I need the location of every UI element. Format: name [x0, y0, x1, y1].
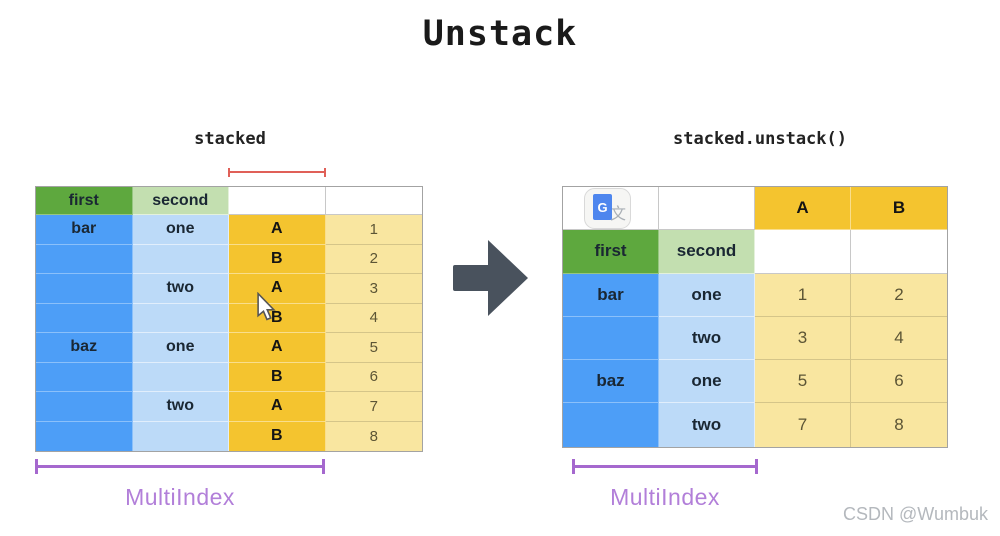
table-cell — [132, 244, 229, 274]
multiindex-label-left: MultiIndex — [125, 484, 235, 510]
bracket-line — [575, 465, 755, 468]
table-cell: 3 — [755, 316, 851, 361]
table-cell: 7 — [755, 403, 851, 447]
google-translate-icon: 文 G — [584, 188, 631, 229]
table-cell: A — [229, 215, 326, 245]
table-cell — [36, 421, 133, 451]
table-cell: two — [132, 392, 229, 422]
table-cell: two — [132, 274, 229, 304]
table-cell: 8 — [851, 403, 947, 447]
table-cell: 2 — [851, 273, 947, 317]
table-cell — [755, 230, 851, 274]
table-cell: 5 — [755, 360, 851, 404]
table-cell: B — [229, 303, 326, 333]
table-cell — [132, 362, 229, 392]
table-cell: 5 — [325, 333, 422, 363]
multiindex-bracket-right — [572, 459, 758, 474]
table-cell: 7 — [325, 392, 422, 422]
table-cell: one — [132, 333, 229, 363]
svg-text:G: G — [597, 200, 607, 215]
table-cell: 4 — [851, 316, 947, 361]
table-cell: 8 — [325, 421, 422, 451]
table-cell: baz — [36, 333, 133, 363]
table-cell — [36, 274, 133, 304]
table-cell — [36, 362, 133, 392]
table-cell — [563, 403, 659, 447]
table-cell: one — [659, 360, 755, 404]
table-cell: one — [659, 273, 755, 317]
right-arrow-icon — [453, 240, 528, 316]
mouse-cursor-icon — [257, 292, 276, 321]
table-cell: first — [563, 230, 659, 274]
table-cell: two — [659, 403, 755, 447]
table-cell — [132, 421, 229, 451]
bracket-line — [38, 465, 322, 468]
table-cell: B — [851, 187, 947, 231]
page-title: Unstack — [422, 14, 578, 54]
table-cell — [563, 316, 659, 361]
left-table-label: stacked — [194, 129, 266, 149]
table-cell: bar — [563, 273, 659, 317]
table-cell: B — [229, 244, 326, 274]
table-cell — [851, 230, 947, 274]
table-cell — [132, 303, 229, 333]
multiindex-bracket-left — [35, 459, 325, 474]
table-cell: 2 — [325, 244, 422, 274]
column-span-bracket — [228, 168, 326, 177]
svg-text:文: 文 — [610, 205, 626, 223]
table-cell — [659, 187, 755, 231]
table-cell: A — [229, 392, 326, 422]
table-cell: 6 — [851, 360, 947, 404]
table-cell: second — [132, 187, 229, 215]
right-table-label: stacked.unstack() — [673, 129, 847, 149]
multiindex-label-right: MultiIndex — [610, 484, 720, 510]
table-cell: 1 — [755, 273, 851, 317]
table-cell — [229, 187, 326, 215]
table-cell: 3 — [325, 274, 422, 304]
table-cell: A — [229, 333, 326, 363]
table-cell: baz — [563, 360, 659, 404]
table-cell: 4 — [325, 303, 422, 333]
table-cell — [36, 303, 133, 333]
watermark: CSDN @Wumbuk — [843, 504, 988, 524]
table-cell — [325, 187, 422, 215]
table-cell: one — [132, 215, 229, 245]
table-cell — [36, 244, 133, 274]
table-cell: two — [659, 316, 755, 361]
table-cell: A — [755, 187, 851, 231]
table-cell: B — [229, 362, 326, 392]
table-cell: 1 — [325, 215, 422, 245]
table-cell — [36, 392, 133, 422]
table-cell: A — [229, 274, 326, 304]
bracket-line — [230, 171, 324, 173]
table-cell: bar — [36, 215, 133, 245]
table-cell: B — [229, 421, 326, 451]
table-cell: first — [36, 187, 133, 215]
table-cell: second — [659, 230, 755, 274]
table-cell: 6 — [325, 362, 422, 392]
